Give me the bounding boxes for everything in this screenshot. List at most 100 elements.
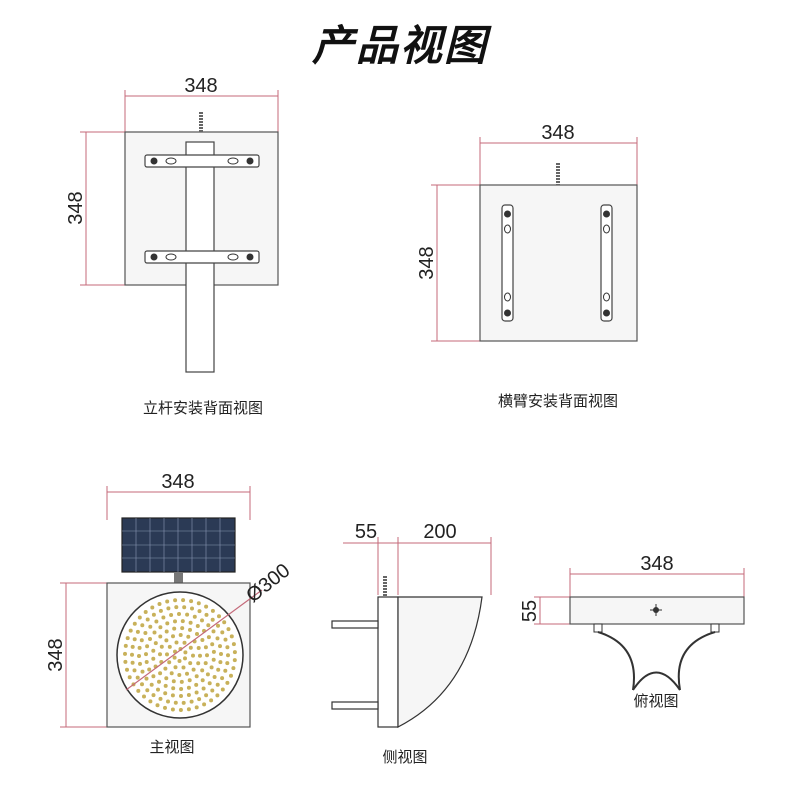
led-dot xyxy=(143,631,148,635)
led-dots xyxy=(123,598,237,712)
led-dot xyxy=(191,653,195,658)
led-dot xyxy=(170,707,175,712)
led-dot xyxy=(154,619,159,624)
led-dot xyxy=(223,668,228,673)
led-dot xyxy=(165,599,170,604)
led-dot xyxy=(164,676,169,681)
led-dot xyxy=(180,626,185,631)
led-dot xyxy=(188,661,193,666)
front-width-label: 348 xyxy=(161,471,194,493)
led-dot xyxy=(220,676,225,681)
side-body xyxy=(377,596,399,728)
led-dot xyxy=(205,672,210,677)
led-dot xyxy=(211,657,216,662)
led-dot xyxy=(215,682,220,687)
led-dot xyxy=(151,648,156,653)
led-dot xyxy=(204,612,209,617)
led-dot xyxy=(156,687,160,692)
led-dot xyxy=(194,674,199,679)
led-dot xyxy=(158,608,163,613)
led-dot xyxy=(177,673,182,677)
led-dot xyxy=(177,612,181,616)
led-dot xyxy=(222,620,227,625)
led-dot xyxy=(210,617,215,622)
led-dot xyxy=(215,693,220,698)
led-dot xyxy=(140,623,145,628)
arm-back-width-label: 348 xyxy=(541,122,574,144)
front-height-label: 348 xyxy=(45,638,67,671)
led-dot xyxy=(172,655,177,660)
led-dot xyxy=(194,690,199,695)
led-dot xyxy=(151,693,156,698)
led-dot xyxy=(183,650,188,655)
led-dot xyxy=(174,605,179,610)
led-dot xyxy=(181,598,186,603)
top-caption: 俯视图 xyxy=(633,692,678,710)
led-dot xyxy=(137,615,142,620)
led-dot xyxy=(145,617,150,622)
pole-back-height-label: 348 xyxy=(65,191,87,224)
led-dot xyxy=(196,601,201,606)
lamp-face xyxy=(116,591,244,719)
led-dot xyxy=(220,630,225,635)
led-dot xyxy=(232,650,237,655)
led-dot xyxy=(130,644,135,649)
led-dot xyxy=(202,702,207,707)
led-dot xyxy=(200,678,205,683)
lower-bracket xyxy=(144,250,260,264)
led-dot xyxy=(187,678,192,683)
led-dot xyxy=(195,624,200,628)
left-bracket xyxy=(501,204,514,322)
led-dot xyxy=(148,699,153,704)
led-dot xyxy=(173,598,178,603)
led-dot xyxy=(128,628,133,633)
led-dot xyxy=(138,661,142,666)
upper-arm xyxy=(331,620,379,629)
led-dot xyxy=(182,640,187,645)
led-dot xyxy=(201,686,206,691)
arm-back-height-label: 348 xyxy=(416,246,438,279)
led-dot xyxy=(163,683,168,688)
led-dot xyxy=(181,665,186,670)
led-dot xyxy=(140,669,145,674)
led-dot xyxy=(231,666,236,671)
led-dot xyxy=(188,627,192,632)
led-dot xyxy=(188,645,193,650)
led-dot xyxy=(165,652,169,657)
led-dot xyxy=(231,642,236,647)
led-dot xyxy=(223,637,228,642)
led-dot xyxy=(172,626,177,631)
led-dot xyxy=(206,623,211,628)
led-dot xyxy=(171,679,176,684)
led-dot xyxy=(217,614,221,619)
led-dot xyxy=(210,688,215,693)
led-dot xyxy=(225,645,230,650)
led-dot xyxy=(216,623,220,628)
led-dot xyxy=(174,640,179,645)
led-dot xyxy=(123,643,128,648)
led-dot xyxy=(152,630,157,635)
led-dot xyxy=(158,671,163,676)
led-dot xyxy=(211,629,216,634)
led-dot xyxy=(125,636,130,641)
led-dot xyxy=(163,691,168,696)
led-dot xyxy=(207,681,212,686)
side-depth-b-label: 200 xyxy=(423,521,456,543)
side-depth-a-label: 55 xyxy=(355,521,377,543)
led-dot xyxy=(167,660,172,665)
led-dot xyxy=(148,637,152,641)
led-dot xyxy=(140,682,144,687)
led-dot xyxy=(167,644,172,649)
led-dot xyxy=(186,634,191,639)
led-dot xyxy=(215,636,220,641)
led-dot xyxy=(161,615,166,620)
led-dot xyxy=(195,632,199,636)
led-dot xyxy=(178,708,183,712)
led-dot xyxy=(226,653,230,658)
led-dot xyxy=(157,602,162,606)
led-dot xyxy=(188,620,193,625)
led-dot xyxy=(158,634,163,639)
pole-back-view: 348 348 立杆安装背面视图 xyxy=(65,75,279,417)
led-dot xyxy=(212,675,217,679)
